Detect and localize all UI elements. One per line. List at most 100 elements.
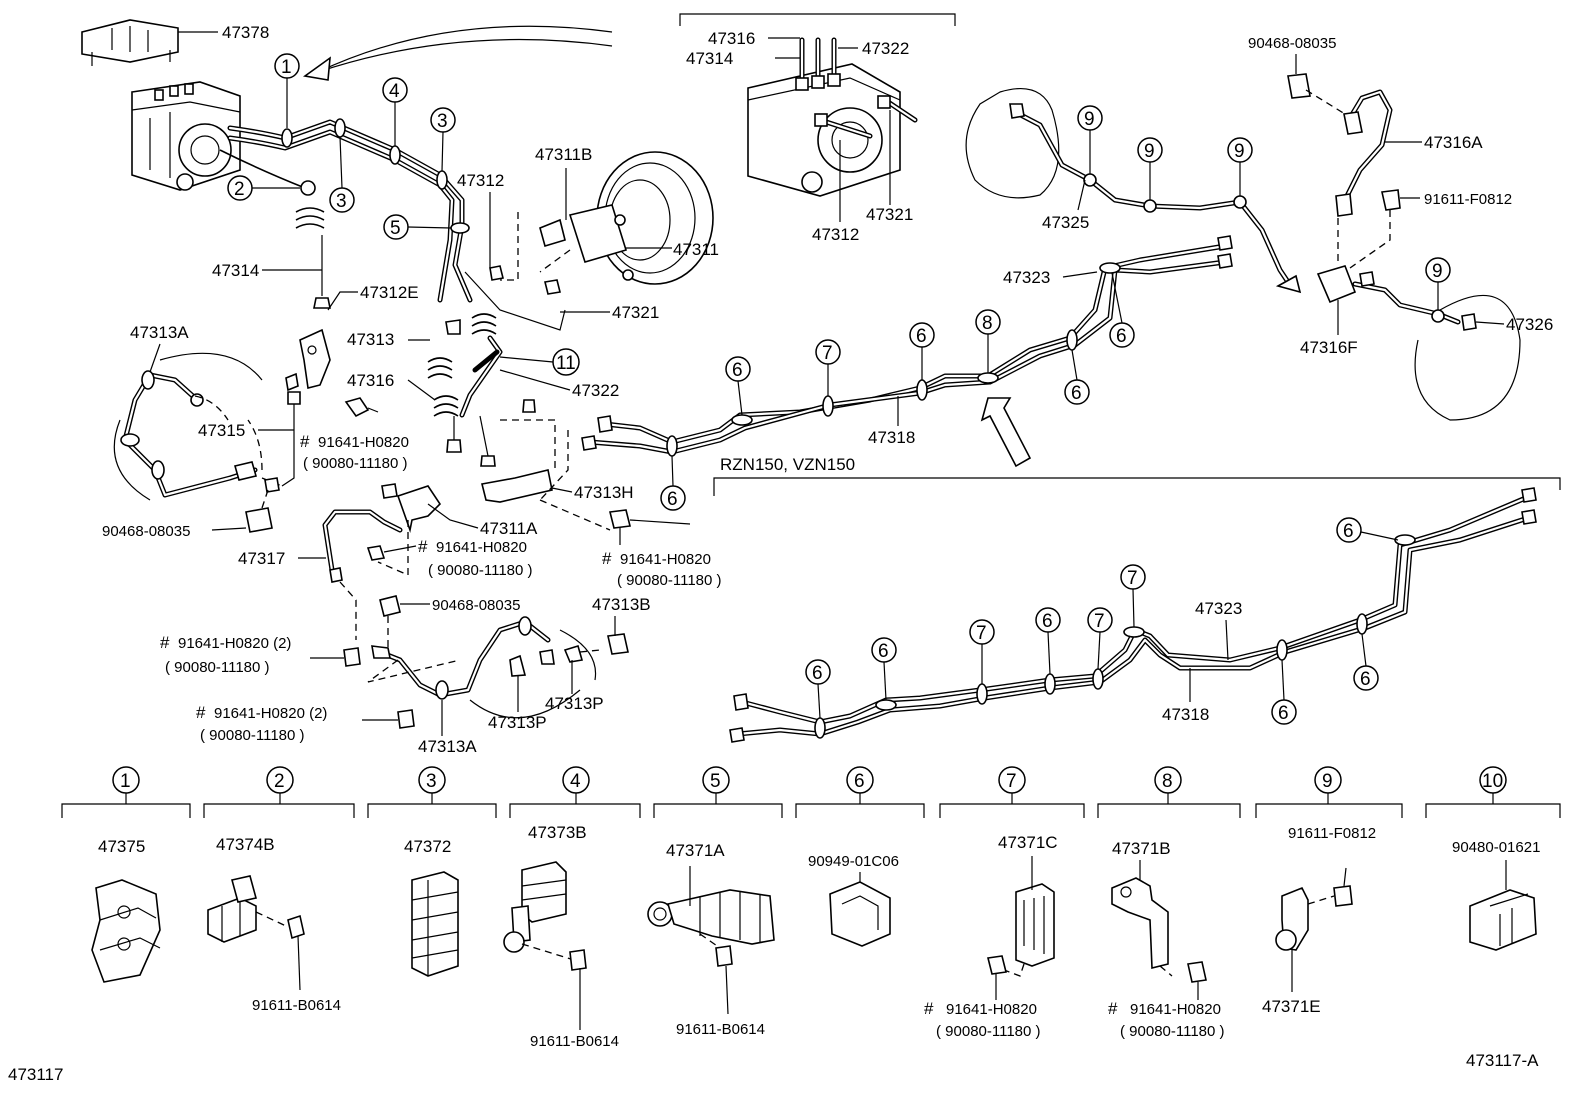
clip-90468-c bbox=[1287, 73, 1346, 115]
callout-6-e: 6 bbox=[1109, 272, 1135, 348]
legend-clip-3 bbox=[411, 871, 459, 977]
svg-text:4: 4 bbox=[570, 771, 581, 792]
callout-7-a: 7 bbox=[815, 339, 841, 396]
label-47313P-b: 47313P bbox=[488, 713, 547, 732]
label-90080-d: ( 90080-11180 ) bbox=[165, 659, 270, 676]
legend-num-1: 1 bbox=[112, 766, 140, 794]
label-47314: 47314 bbox=[212, 261, 259, 280]
legend-sub-7b: ( 90080-11180 ) bbox=[936, 1023, 1041, 1040]
clip-90468-a bbox=[245, 489, 273, 533]
label-47314-top: 47314 bbox=[686, 49, 733, 68]
legend-clip-4 bbox=[503, 861, 587, 1030]
long-brake-lines-lower bbox=[729, 487, 1537, 743]
legend-sub-5: 91611-B0614 bbox=[676, 1021, 765, 1038]
hash-a: # bbox=[300, 432, 310, 451]
callout-6-f: 6 bbox=[805, 659, 831, 719]
callout-3-a: 3 bbox=[329, 136, 355, 213]
hose-47316A bbox=[1335, 89, 1422, 217]
figure-id-right: 473117-A bbox=[1466, 1051, 1539, 1070]
legend-num-5: 5 bbox=[702, 766, 730, 794]
abs-actuator bbox=[131, 81, 241, 191]
svg-text:6: 6 bbox=[1343, 521, 1354, 542]
label-91641-b: 91641-H0820 bbox=[620, 551, 711, 568]
callout-1-a: 1 bbox=[274, 53, 300, 128]
label-91641-e: 91641-H0820 (2) bbox=[214, 705, 327, 722]
label-91611-F0812: 91611-F0812 bbox=[1424, 191, 1512, 208]
legend-part-7: 47371C bbox=[998, 833, 1058, 852]
svg-text:9: 9 bbox=[1234, 141, 1245, 162]
legend-part-8: 47371B bbox=[1112, 839, 1171, 858]
legend-num-7: 7 bbox=[998, 766, 1026, 794]
svg-text:6: 6 bbox=[812, 663, 823, 684]
svg-text:6: 6 bbox=[878, 641, 889, 662]
legend-part-5: 47371A bbox=[666, 841, 725, 860]
legend-row bbox=[61, 792, 1561, 818]
label-47323-top: 47323 bbox=[1003, 268, 1050, 287]
legend-num-9: 9 bbox=[1314, 766, 1342, 794]
svg-text:7: 7 bbox=[1127, 568, 1138, 589]
junction-47316F bbox=[1275, 218, 1521, 421]
callout-3-b: 3 bbox=[430, 107, 456, 172]
callout-7-b: 7 bbox=[969, 619, 995, 684]
legend-part-2: 47374B bbox=[216, 835, 275, 854]
callout-6-d: 6 bbox=[1064, 349, 1090, 405]
legend-num-4: 4 bbox=[562, 766, 590, 794]
svg-text:9: 9 bbox=[1144, 141, 1155, 162]
svg-text:6: 6 bbox=[667, 489, 678, 510]
variant-label: RZN150, VZN150 bbox=[720, 455, 855, 474]
legend-clip-1 bbox=[91, 879, 161, 983]
legend-sub-2: 91611-B0614 bbox=[252, 997, 341, 1014]
svg-text:3: 3 bbox=[336, 191, 347, 212]
brake-booster-47311 bbox=[539, 151, 714, 285]
label-47313A-bottom: 47313A bbox=[418, 737, 477, 756]
label-47321: 47321 bbox=[612, 303, 659, 322]
svg-text:6: 6 bbox=[1042, 611, 1053, 632]
label-47311A: 47311A bbox=[480, 519, 538, 538]
label-47325: 47325 bbox=[1042, 213, 1089, 232]
svg-text:8: 8 bbox=[982, 313, 993, 334]
label-47326: 47326 bbox=[1506, 315, 1553, 334]
callout-6-i: 6 bbox=[1271, 659, 1297, 725]
svg-text:9: 9 bbox=[1322, 771, 1333, 792]
legend-clip-6 bbox=[829, 872, 891, 947]
hash-e: # bbox=[196, 703, 206, 722]
label-90080-e: ( 90080-11180 ) bbox=[200, 727, 305, 744]
legend-sub-8a: 91641-H0820 bbox=[1130, 1001, 1221, 1018]
legend-part-6: 90949-01C06 bbox=[808, 853, 899, 870]
svg-text:7: 7 bbox=[976, 623, 987, 644]
svg-text:9: 9 bbox=[1084, 109, 1095, 130]
callout-8-a: 8 bbox=[975, 309, 1001, 373]
wheel-line-47313A-upper bbox=[113, 352, 283, 501]
callout-11: 11 bbox=[499, 348, 580, 376]
label-47312-top: 47312 bbox=[812, 225, 859, 244]
svg-text:2: 2 bbox=[234, 179, 245, 200]
svg-text:9: 9 bbox=[1432, 261, 1443, 282]
legend-part-10: 90480-01621 bbox=[1452, 839, 1540, 856]
legend-part-3: 47372 bbox=[404, 837, 451, 856]
svg-text:7: 7 bbox=[1094, 611, 1105, 632]
svg-text:1: 1 bbox=[281, 57, 292, 78]
label-47317: 47317 bbox=[238, 549, 285, 568]
label-47322: 47322 bbox=[572, 381, 619, 400]
legend-clip-7 bbox=[987, 856, 1055, 1000]
hash-d: # bbox=[160, 633, 170, 652]
figure-id-left: 473117 bbox=[8, 1065, 63, 1084]
label-47316-top: 47316 bbox=[708, 29, 755, 48]
bolt-91641-d bbox=[310, 647, 361, 667]
legend-clip-8 bbox=[1111, 860, 1207, 1000]
svg-text:11: 11 bbox=[556, 353, 576, 374]
label-47312E: 47312E bbox=[360, 283, 419, 302]
callout-9-a: 9 bbox=[1077, 105, 1103, 174]
label-47316: 47316 bbox=[347, 371, 394, 390]
rear-line-47325 bbox=[965, 88, 1293, 288]
abs-detail-inset bbox=[679, 13, 956, 222]
label-47315: 47315 bbox=[198, 421, 245, 440]
svg-text:3: 3 bbox=[437, 111, 448, 132]
label-47313P-a: 47313P bbox=[545, 694, 604, 713]
label-90468-b: 90468-08035 bbox=[432, 597, 520, 614]
svg-text:8: 8 bbox=[1162, 771, 1173, 792]
callout-7-d: 7 bbox=[1120, 564, 1146, 628]
callout-6-a: 6 bbox=[660, 455, 686, 511]
callout-2-a: 2 bbox=[227, 175, 300, 201]
